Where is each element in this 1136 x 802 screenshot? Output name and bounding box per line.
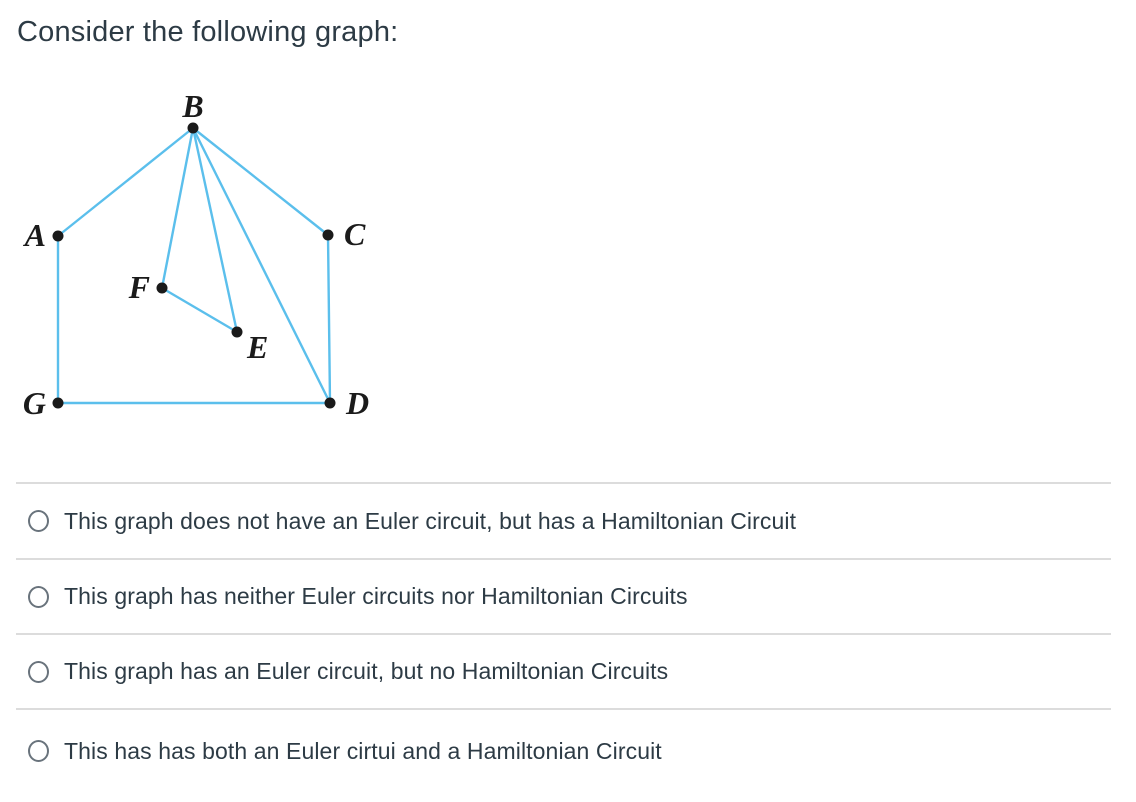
answer-option-4[interactable]: This has has both an Euler cirtui and a … xyxy=(16,708,1111,792)
edge-B-E xyxy=(191,126,239,334)
answer-option-3-label[interactable]: This graph has an Euler circuit, but no … xyxy=(64,658,669,684)
vertex-label-F: F xyxy=(128,269,150,305)
edge-B-C xyxy=(191,126,330,237)
edge-F-E xyxy=(160,286,239,334)
vertex-label-E: E xyxy=(246,329,268,365)
answer-option-3[interactable]: This graph has an Euler circuit, but no … xyxy=(16,633,1111,708)
radio-button-1[interactable] xyxy=(28,510,49,532)
edge-B-D xyxy=(191,126,332,405)
edge-A-B xyxy=(56,126,195,238)
graph-figure: B A C F E G D xyxy=(23,88,369,421)
radio-button-2[interactable] xyxy=(28,585,49,608)
answer-option-1[interactable]: This graph does not have an Euler circui… xyxy=(16,482,1111,558)
answer-option-1-label[interactable]: This graph does not have an Euler circui… xyxy=(64,507,797,534)
edge-B-F xyxy=(160,126,195,290)
vertex-label-G: G xyxy=(23,385,46,421)
vertex-C xyxy=(322,229,334,241)
vertex-label-D: D xyxy=(345,385,369,421)
question-title: Consider the following graph: xyxy=(17,16,399,48)
vertex-B xyxy=(187,122,199,134)
vertex-D xyxy=(324,397,336,409)
answer-option-2-label[interactable]: This graph has neither Euler circuits no… xyxy=(64,583,688,609)
vertex-E xyxy=(231,326,243,338)
vertex-A xyxy=(52,230,64,242)
answer-options-list: This graph does not have an Euler circui… xyxy=(0,482,1136,792)
vertex-label-A: A xyxy=(23,217,46,253)
answer-option-4-label[interactable]: This has has both an Euler cirtui and a … xyxy=(64,737,662,764)
vertex-G xyxy=(52,397,64,409)
vertex-F xyxy=(156,282,168,294)
answer-option-2[interactable]: This graph has neither Euler circuits no… xyxy=(16,558,1111,633)
radio-button-4[interactable] xyxy=(28,740,49,762)
vertex-label-B: B xyxy=(181,88,203,124)
vertex-label-C: C xyxy=(344,216,366,252)
radio-button-3[interactable] xyxy=(28,660,49,683)
edge-C-D xyxy=(326,233,332,405)
